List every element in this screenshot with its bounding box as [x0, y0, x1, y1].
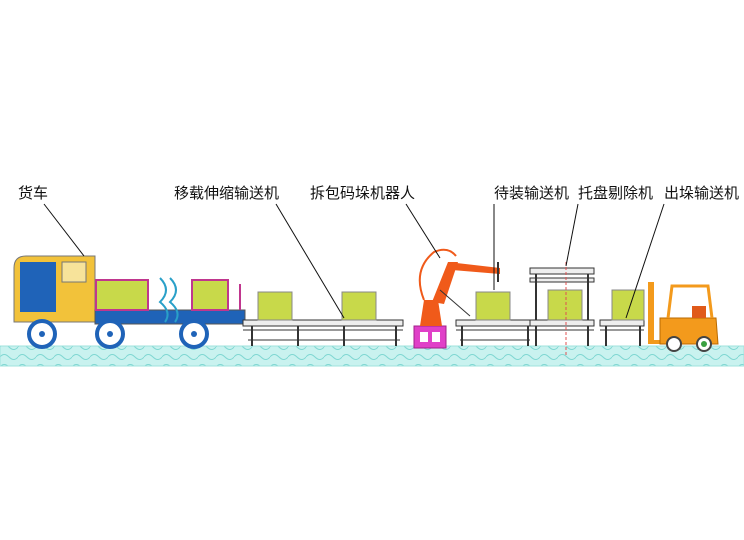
label-outbound-conveyor: 出垛输送机 — [664, 184, 739, 202]
robot-body — [420, 300, 442, 326]
waiting-cargo — [475, 291, 511, 321]
transfer-conveyor — [242, 291, 404, 346]
label-pallet-remover: 托盘剔除机 — [578, 184, 653, 202]
conveyor-belt — [599, 319, 645, 327]
forklift-mast — [648, 282, 654, 344]
leader-outbound — [625, 203, 665, 319]
leader-robot — [405, 203, 441, 259]
forklift — [648, 282, 719, 352]
pallet-remover — [529, 262, 595, 356]
motion-arrow — [158, 277, 169, 323]
conveyor-belt — [242, 319, 404, 327]
truck-cargo-1 — [95, 279, 149, 311]
waiting-conveyor — [455, 291, 535, 346]
robot-arm — [432, 262, 458, 304]
remover-cargo — [547, 289, 583, 321]
truck-bed — [94, 309, 246, 325]
leader-remover — [565, 203, 579, 267]
palletizing-robot — [413, 248, 500, 349]
truck — [13, 255, 246, 349]
conveyor-cargo-2 — [341, 291, 377, 321]
outbound-conveyor — [599, 289, 645, 346]
truck-window — [61, 261, 87, 283]
robot-base — [413, 325, 447, 349]
truck-cargo-2 — [191, 279, 229, 311]
truck-cab-window — [20, 262, 56, 312]
floor — [0, 345, 744, 367]
robot-forearm — [448, 262, 500, 274]
conveyor-belt — [529, 319, 595, 327]
label-robot: 拆包码垛机器人 — [310, 184, 415, 202]
truck-wheel — [95, 319, 125, 349]
robot-cable — [418, 248, 457, 301]
forklift-cage — [666, 284, 714, 319]
outbound-cargo — [611, 289, 645, 321]
truck-wheel — [27, 319, 57, 349]
leader-transfer — [275, 203, 345, 319]
motion-arrow — [168, 277, 179, 323]
label-waiting-conveyor: 待装输送机 — [494, 184, 569, 202]
label-transfer-conveyor: 移载伸缩输送机 — [174, 184, 279, 202]
label-truck: 货车 — [18, 184, 48, 202]
truck-wheel — [179, 319, 209, 349]
conveyor-cargo-1 — [257, 291, 293, 321]
forklift-seat — [692, 306, 706, 318]
remover-frame-top — [529, 267, 595, 275]
conveyor-belt — [455, 319, 535, 327]
leader-truck — [43, 203, 85, 257]
